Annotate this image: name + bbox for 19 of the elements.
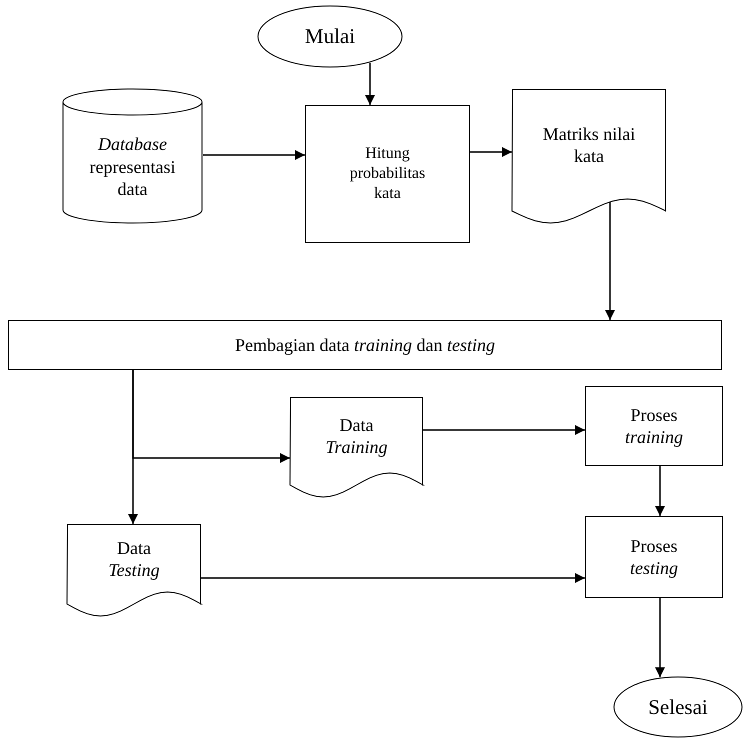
node-label: Mulai <box>304 23 356 50</box>
node-label: Matriks nilai kata <box>542 122 636 168</box>
arrow <box>605 202 615 320</box>
node-label: Data Testing <box>107 536 161 582</box>
node-label: Pembagian data training dan testing <box>235 334 495 356</box>
arrow <box>423 425 585 435</box>
node-label: Data Training <box>324 414 389 458</box>
node-label: Selesai <box>648 694 708 720</box>
node-label: Proses training <box>624 404 684 448</box>
node-label: Hitung probabilitas kata <box>348 144 426 204</box>
arrow <box>655 598 665 678</box>
arrow <box>203 150 305 160</box>
arrow <box>365 62 375 105</box>
arrow <box>201 573 585 583</box>
node-label: Proses testing <box>629 534 679 580</box>
arrow <box>655 466 665 516</box>
node-label: Database representasi data <box>88 133 176 201</box>
arrow <box>128 370 138 524</box>
arrow <box>470 147 512 157</box>
